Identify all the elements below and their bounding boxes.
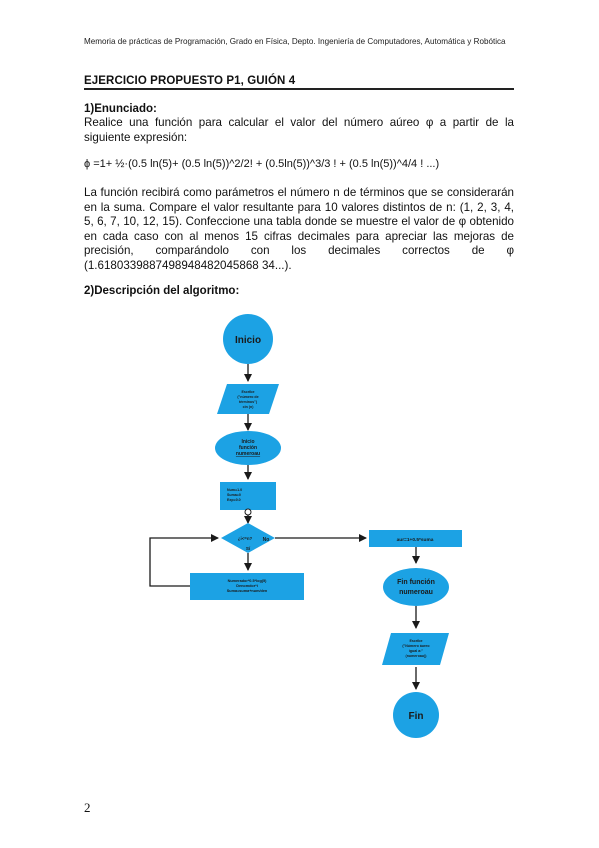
init-process-box — [220, 482, 276, 510]
init-label-line-3: Exp=0.0 — [227, 498, 241, 502]
result-label: aur=1+0.5*suma — [397, 537, 434, 543]
output-label-line-3: igual a:" — [409, 649, 424, 653]
loop-body-line-1: Numerador*0.5*log(5) — [228, 579, 268, 583]
end-terminal — [393, 692, 439, 738]
loop-body-line-2: Denomdor*i — [236, 584, 258, 588]
exercise-title: EJERCICIO PROPUESTO P1, GUIÓN 4 — [84, 75, 296, 87]
function-start-ellipse — [215, 431, 281, 465]
init-label-line-1: Num=1.0 — [227, 488, 242, 492]
running-header: Memoria de prácticas de Programación, Gr… — [84, 37, 506, 46]
connector-circle — [244, 508, 252, 516]
end-function-line-2: numeroau — [399, 589, 433, 596]
end-label: Fin — [409, 711, 424, 722]
golden-ratio-formula: ϕ =1+ ½·(0.5 ln(5)+ (0.5 ln(5))^2/2! + (… — [84, 158, 440, 170]
loop-body-box — [190, 573, 304, 600]
output-label-line-2: ("Número áureo — [402, 644, 430, 648]
start-label: Inicio — [235, 335, 261, 346]
input-label-line-2: ("número de — [237, 395, 258, 399]
output-label-line-1: Escribe — [410, 639, 423, 643]
title-underline: EJERCICIO PROPUESTO P1, GUIÓN 4 — [84, 75, 514, 90]
function-end-ellipse — [383, 568, 449, 606]
enunciado-body: La función recibirá como parámetros el n… — [84, 186, 514, 272]
call-label-line-3: numeroau — [236, 451, 260, 457]
decision-label: ¿i<=n? — [238, 536, 253, 541]
decision-no-label: No — [263, 537, 270, 543]
init-label-line-2: Suma=0 — [227, 493, 241, 497]
call-label-line-2: función — [239, 445, 257, 451]
output-parallelogram — [382, 633, 449, 665]
section-heading-algoritmo: 2)Descripción del algoritmo: — [84, 285, 240, 297]
page-number: 2 — [84, 800, 91, 815]
enunciado-intro: Realice una función para calcular el val… — [84, 116, 514, 144]
call-label-line-1: Inicio — [241, 439, 254, 445]
decision-diamond — [221, 523, 275, 553]
end-function-line-1: Fin función — [397, 579, 435, 586]
result-process-box — [369, 530, 462, 547]
section-heading-enunciado: 1)Enunciado: — [84, 103, 157, 115]
input-parallelogram — [217, 384, 279, 414]
input-label-line-4: cin (n) — [243, 405, 255, 409]
decision-si-label: Sí — [246, 546, 251, 551]
loop-body-line-3: Suma=suma+num/den — [227, 589, 268, 593]
input-label-line-3: términos") — [239, 400, 258, 404]
start-terminal — [223, 314, 273, 364]
flow-connectors — [149, 364, 420, 690]
output-label-line-4: (numeroau)) — [406, 654, 428, 658]
arrow-loop-back — [149, 534, 219, 587]
input-label-line-1: Escribe — [242, 390, 255, 394]
